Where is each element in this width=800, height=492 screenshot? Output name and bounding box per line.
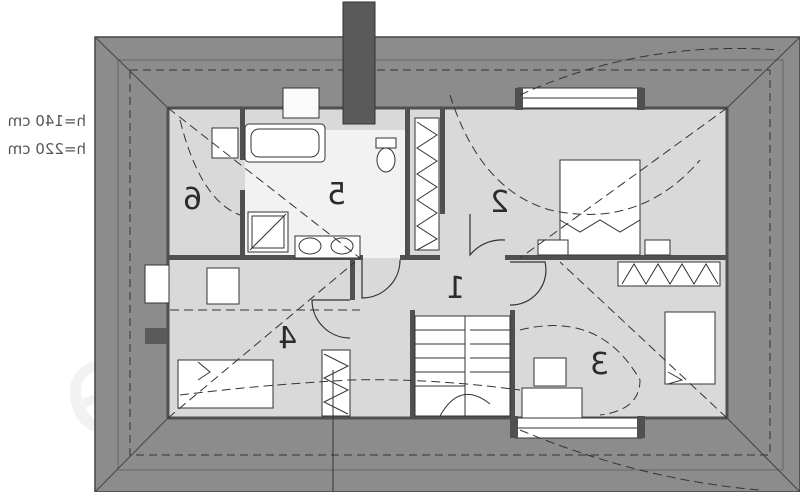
roof-inner-band (117, 59, 784, 471)
wardrobe-room-3 (617, 261, 721, 287)
roof-eave-dashed (129, 69, 771, 456)
height-label-140: h=140 cm (7, 112, 86, 130)
sinks (294, 235, 361, 259)
chimney-stub (145, 328, 167, 344)
window-top (515, 87, 645, 110)
interior-walls (168, 108, 727, 418)
vent-block (282, 87, 320, 119)
wardrobe-room-4 (321, 349, 351, 417)
bathtub (244, 123, 326, 163)
roof-hip-bl (94, 417, 169, 492)
wardrobe-hall (414, 117, 440, 251)
shower (247, 211, 289, 253)
ceiling-lines (167, 47, 781, 491)
roof-hip-br (726, 417, 800, 492)
bed-room-4 (177, 359, 274, 409)
room-label-5: 5 (327, 177, 347, 212)
staircase (414, 315, 511, 417)
bed-room-3 (664, 311, 716, 385)
room-label-4: 4 (278, 321, 298, 356)
room-label-3: 3 (590, 347, 610, 382)
washing-machine (211, 127, 239, 159)
window-left (144, 264, 170, 304)
height-label-220: h=220 cm (7, 140, 86, 158)
bed-room-2 (537, 159, 671, 256)
desk-room-3 (521, 357, 583, 419)
doors (311, 214, 547, 339)
room-label-6: 6 (183, 182, 203, 217)
desk-room-4 (206, 267, 240, 305)
roof-hip-tl (94, 36, 169, 109)
room-label-1: 1 (446, 271, 466, 306)
toilet (375, 137, 397, 173)
window-bottom (510, 416, 645, 439)
room-label-2: 2 (490, 185, 510, 220)
chimney (342, 1, 376, 125)
roof-hip-tr (726, 36, 800, 109)
